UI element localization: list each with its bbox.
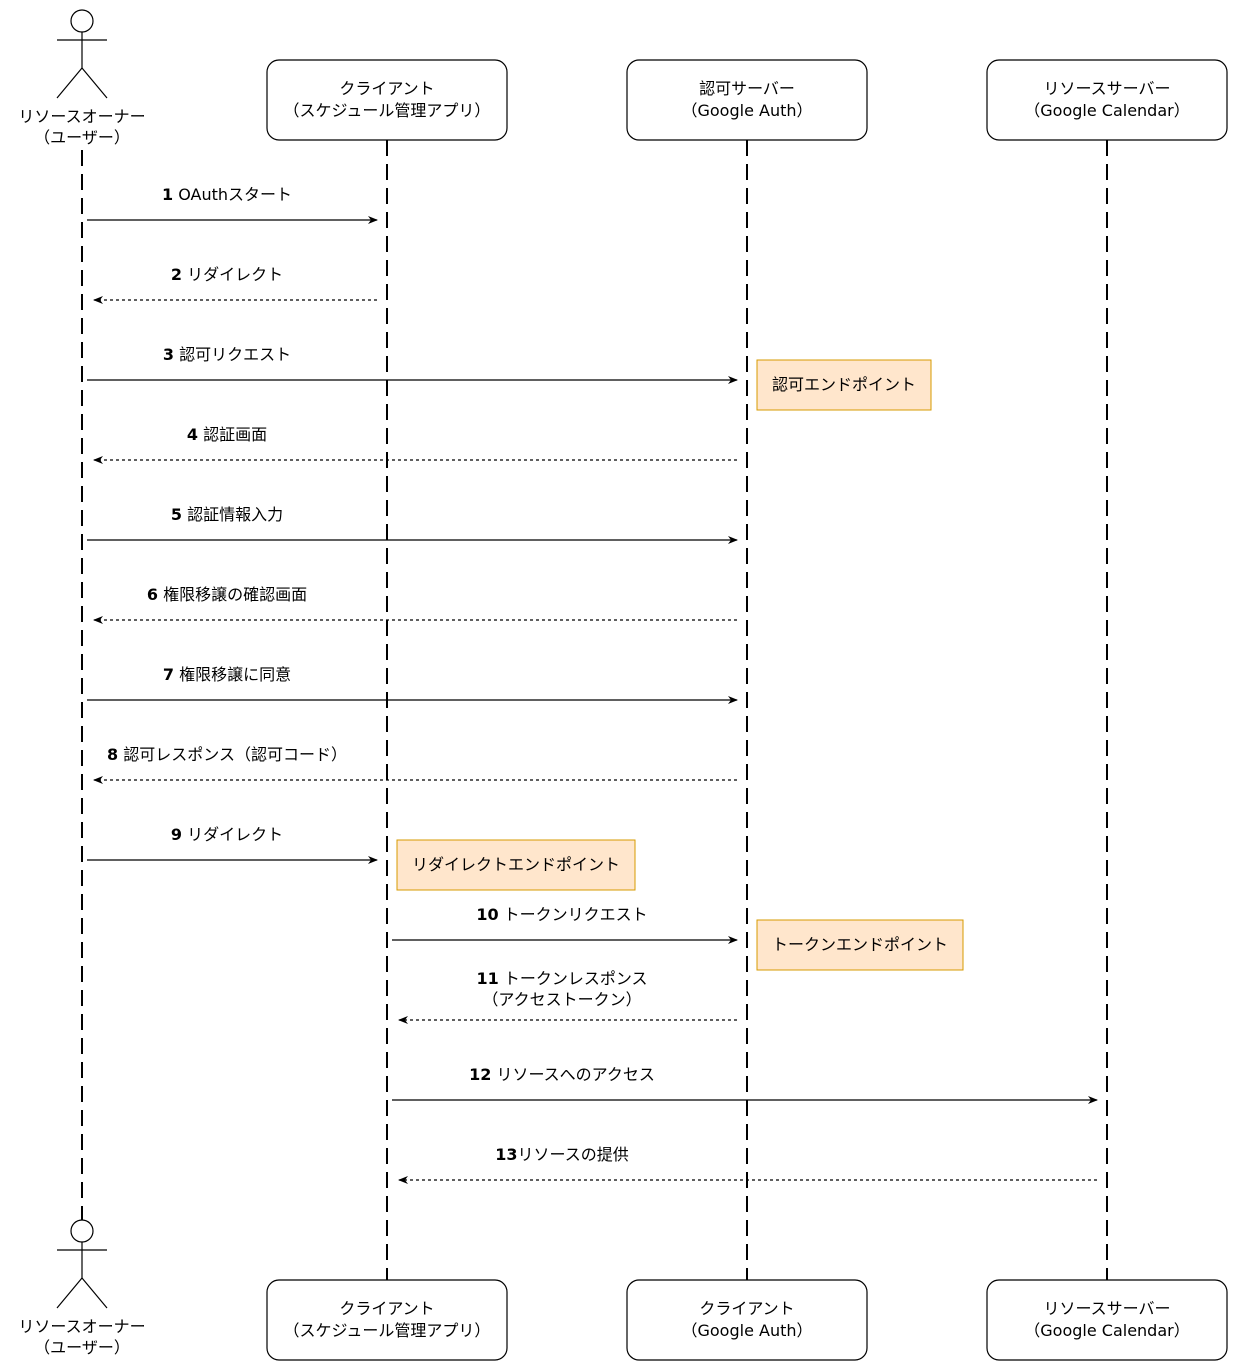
message-label-9: 9 リダイレクト bbox=[171, 825, 283, 844]
message-2: 2 リダイレクト bbox=[93, 265, 377, 304]
message-number: 9 bbox=[171, 825, 182, 844]
message-label-8: 8 認可レスポンス（認可コード） bbox=[107, 745, 347, 764]
message-9: 9 リダイレクト bbox=[87, 825, 378, 864]
message-text: 認可リクエスト bbox=[174, 345, 291, 364]
endpoint-box-1: 認可エンドポイント bbox=[756, 359, 932, 411]
actor-head-icon bbox=[70, 1219, 94, 1243]
participant-top-3-frame bbox=[986, 59, 1228, 141]
message-text: リダイレクト bbox=[182, 825, 283, 844]
message-label-1: 1 OAuthスタート bbox=[162, 185, 292, 204]
message-12: 12 リソースへのアクセス bbox=[392, 1065, 1098, 1104]
participant-top-1-title: クライアント bbox=[339, 79, 434, 98]
actor-label-line: リソースオーナー bbox=[18, 107, 145, 126]
message-text: 権限移譲に同意 bbox=[174, 665, 291, 684]
message-text: 権限移譲の確認画面 bbox=[158, 585, 307, 604]
actor-leg-right bbox=[81, 67, 108, 99]
message-number: 7 bbox=[163, 665, 174, 684]
message-number: 4 bbox=[187, 425, 198, 444]
message-text: OAuthスタート bbox=[173, 185, 292, 204]
message-6: 6 権限移譲の確認画面 bbox=[93, 585, 737, 624]
participant-top-1-frame bbox=[266, 59, 508, 141]
message-10: 10 トークンリクエスト bbox=[392, 905, 738, 944]
message-label-5: 5 認証情報入力 bbox=[171, 505, 283, 524]
participant-bottom-2-frame bbox=[626, 1279, 868, 1361]
participant-bottom-3-title: リソースサーバー bbox=[1043, 1299, 1170, 1318]
message-text: トークンリクエスト bbox=[499, 905, 648, 924]
participant-bottom-2-title: クライアント bbox=[699, 1299, 794, 1318]
message-number: 8 bbox=[107, 745, 118, 764]
message-label-6: 6 権限移譲の確認画面 bbox=[147, 585, 307, 604]
message-number: 6 bbox=[147, 585, 158, 604]
message-label-13: 13リソースの提供 bbox=[495, 1145, 628, 1164]
participant-bottom-1-frame bbox=[266, 1279, 508, 1361]
actor-leg-left bbox=[56, 1277, 83, 1309]
participant-top-2-subtitle: （Google Auth） bbox=[681, 101, 812, 120]
message-number: 2 bbox=[171, 265, 182, 284]
participant-bottom-2: クライアント （Google Auth） bbox=[626, 1279, 868, 1361]
participant-bottom-1-title: クライアント bbox=[339, 1299, 434, 1318]
message-text: リソースへのアクセス bbox=[491, 1065, 655, 1084]
message-11: 11 トークンレスポンス （アクセストークン） bbox=[398, 969, 737, 1024]
endpoint-frame bbox=[756, 359, 932, 411]
message-number: 13 bbox=[495, 1145, 517, 1164]
message-text: 認可レスポンス（認可コード） bbox=[118, 745, 347, 764]
message-label-11: 11 トークンレスポンス bbox=[476, 969, 647, 988]
message-number: 3 bbox=[163, 345, 174, 364]
message-number: 1 bbox=[162, 185, 173, 204]
participant-top-3-subtitle: （Google Calendar） bbox=[1024, 101, 1189, 120]
message-label-line2-11: （アクセストークン） bbox=[482, 990, 641, 1009]
actor-leg-right bbox=[81, 1277, 108, 1309]
endpoint-label: リダイレクトエンドポイント bbox=[412, 855, 620, 874]
participant-bottom-3-frame bbox=[986, 1279, 1228, 1361]
message-13: 13リソースの提供 bbox=[398, 1145, 1097, 1184]
message-label-10: 10 トークンリクエスト bbox=[476, 905, 647, 924]
endpoint-label: トークンエンドポイント bbox=[772, 935, 948, 954]
participant-bottom-1: クライアント （スケジュール管理アプリ） bbox=[266, 1279, 508, 1361]
message-text: トークンレスポンス bbox=[499, 969, 648, 988]
participant-top-2-frame bbox=[626, 59, 868, 141]
message-label-4: 4 認証画面 bbox=[187, 425, 267, 444]
actor-label-line: リソースオーナー bbox=[18, 1317, 145, 1336]
actor-leg-left bbox=[56, 67, 83, 99]
message-text: リダイレクト bbox=[182, 265, 283, 284]
message-label-7: 7 権限移譲に同意 bbox=[163, 665, 291, 684]
actor-top: リソースオーナー （ユーザー） bbox=[18, 9, 146, 147]
participant-bottom-1-subtitle: （スケジュール管理アプリ） bbox=[284, 1321, 491, 1340]
message-number: 11 bbox=[476, 969, 498, 988]
participant-bottom-3-subtitle: （Google Calendar） bbox=[1024, 1321, 1189, 1340]
actor-label-line: （ユーザー） bbox=[34, 1338, 130, 1357]
participant-top-1: クライアント （スケジュール管理アプリ） bbox=[266, 59, 508, 141]
message-label-3: 3 認可リクエスト bbox=[163, 345, 291, 364]
participant-top-1-subtitle: （スケジュール管理アプリ） bbox=[284, 101, 491, 120]
message-8: 8 認可レスポンス（認可コード） bbox=[93, 745, 737, 784]
message-5: 5 認証情報入力 bbox=[87, 505, 738, 544]
participant-bottom-2-subtitle: （Google Auth） bbox=[681, 1321, 812, 1340]
endpoint-frame bbox=[756, 919, 964, 971]
endpoint-frame bbox=[396, 839, 636, 891]
message-label-2: 2 リダイレクト bbox=[171, 265, 283, 284]
actor-label-line: （ユーザー） bbox=[34, 128, 130, 147]
participant-top-2-title: 認可サーバー bbox=[699, 79, 795, 98]
actor-head-icon bbox=[70, 9, 94, 33]
participant-bottom-3: リソースサーバー （Google Calendar） bbox=[986, 1279, 1228, 1361]
message-number: 5 bbox=[171, 505, 182, 524]
endpoint-box-3: トークンエンドポイント bbox=[756, 919, 964, 971]
message-number: 12 bbox=[469, 1065, 491, 1084]
message-text: リソースの提供 bbox=[518, 1145, 629, 1164]
message-1: 1 OAuthスタート bbox=[87, 185, 378, 224]
participant-top-3-title: リソースサーバー bbox=[1043, 79, 1170, 98]
message-3: 3 認可リクエスト bbox=[87, 345, 738, 384]
message-text: 認証画面 bbox=[198, 425, 267, 444]
message-label-12: 12 リソースへのアクセス bbox=[469, 1065, 655, 1084]
participant-top-2: 認可サーバー （Google Auth） bbox=[626, 59, 868, 141]
actor-bottom: リソースオーナー （ユーザー） bbox=[18, 1219, 146, 1357]
endpoint-label: 認可エンドポイント bbox=[772, 375, 916, 394]
message-4: 4 認証画面 bbox=[93, 425, 737, 464]
message-number: 10 bbox=[476, 905, 498, 924]
participant-top-3: リソースサーバー （Google Calendar） bbox=[986, 59, 1228, 141]
message-text: 認証情報入力 bbox=[182, 505, 283, 524]
message-7: 7 権限移譲に同意 bbox=[87, 665, 738, 704]
endpoint-box-2: リダイレクトエンドポイント bbox=[396, 839, 636, 891]
